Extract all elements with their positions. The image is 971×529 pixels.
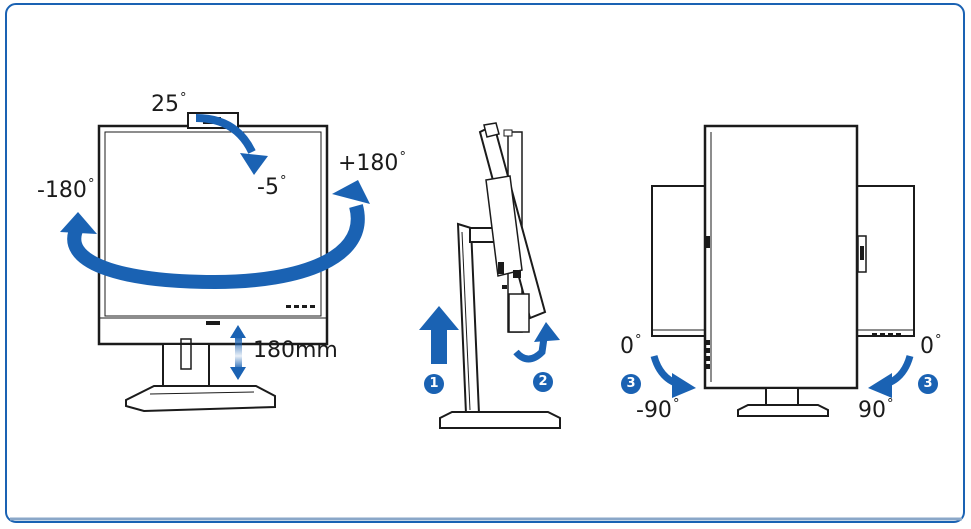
height-arrow-down	[235, 356, 242, 370]
swivel-left-label: -180°	[37, 177, 95, 203]
step-badge-1: 1	[424, 374, 444, 394]
height-label: 180mm	[253, 338, 338, 363]
tilt-hook-arrowhead	[534, 322, 560, 342]
tilt-down-label: -5°	[257, 174, 287, 200]
pivot-monitor-illustration	[651, 124, 915, 417]
step-badge-3-left: 3	[621, 374, 641, 394]
tilt-up-label: 25°	[151, 91, 187, 117]
tilt-arrow	[195, 114, 256, 154]
pivot-left-end-label: -90°	[636, 397, 680, 423]
swivel-right-label: +180°	[338, 150, 406, 176]
step-badge-2: 2	[533, 372, 553, 392]
pivot-left-start-label: 0°	[620, 333, 642, 359]
swivel-arrow	[67, 204, 365, 290]
pivot-arrowhead-right	[868, 373, 892, 398]
swivel-arrowhead-left	[60, 212, 97, 234]
tilt-hook-arrow	[513, 337, 548, 363]
swivel-arrowhead-right	[332, 180, 370, 204]
pivot-right-end-label: 90°	[858, 397, 894, 423]
pivot-right-start-label: 0°	[920, 333, 942, 359]
raise-arrowhead	[419, 306, 459, 330]
pivot-arrowhead-left	[672, 373, 696, 398]
side-monitor-illustration	[439, 122, 561, 429]
raise-arrow-shaft	[431, 328, 447, 364]
step-badge-3-right: 3	[918, 374, 938, 394]
height-arrow-up	[235, 336, 242, 356]
tilt-arrowhead	[240, 153, 268, 175]
